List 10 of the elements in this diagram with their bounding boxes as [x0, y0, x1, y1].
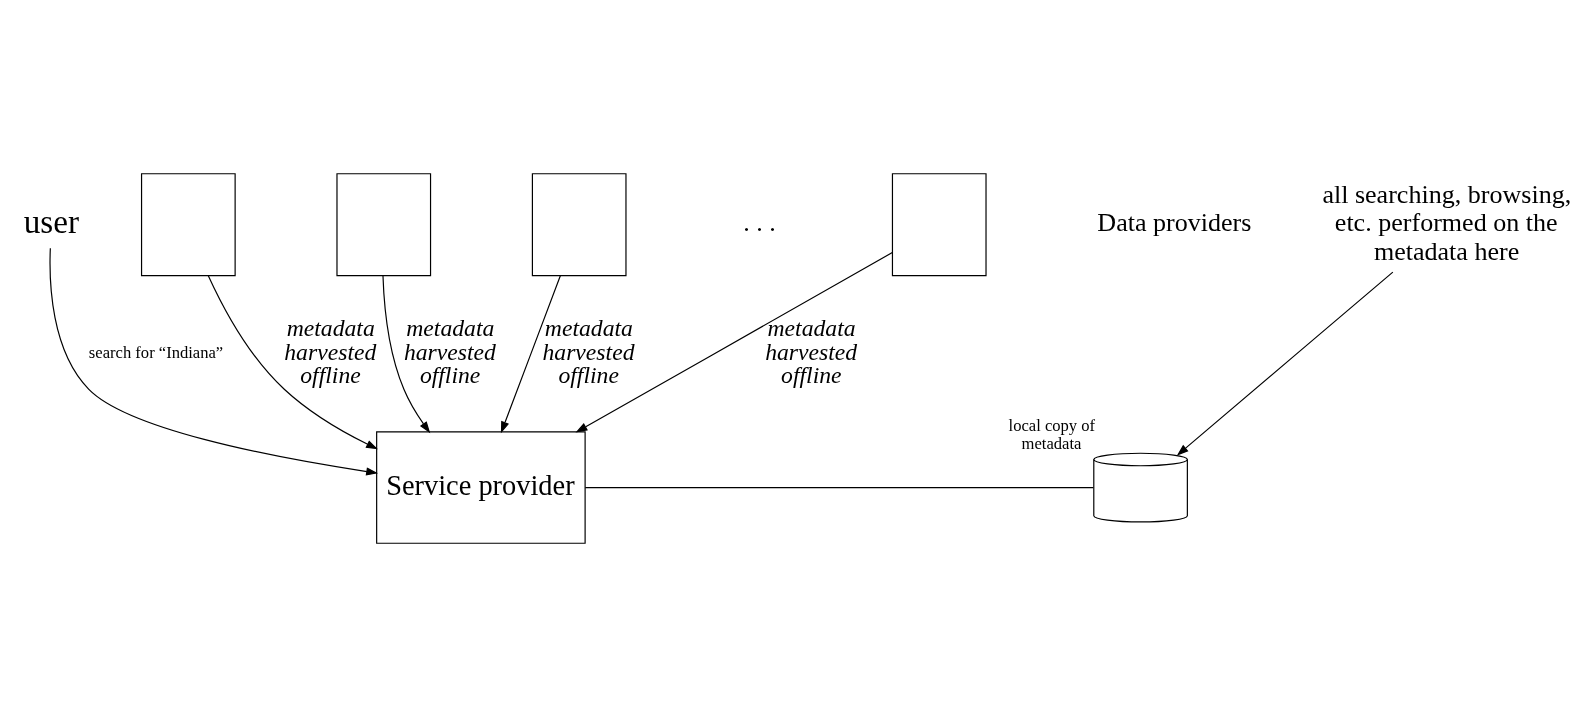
edge-label: metadata harvested offline — [403, 314, 496, 388]
edge-label: metadata harvested offline — [765, 314, 858, 388]
edge-label: metadata harvested offline — [542, 314, 635, 388]
edge-label: search for “Indiana” — [88, 342, 224, 362]
node-text: user — [23, 202, 79, 240]
label: . . . — [743, 207, 776, 237]
edge-label: metadata harvested offline — [284, 314, 377, 388]
node-label: local copy of metadata — [1008, 415, 1096, 453]
label: Data providers — [1097, 207, 1252, 237]
node-text: all searching, browsing, etc. performed on the metadata here — [1322, 179, 1572, 266]
